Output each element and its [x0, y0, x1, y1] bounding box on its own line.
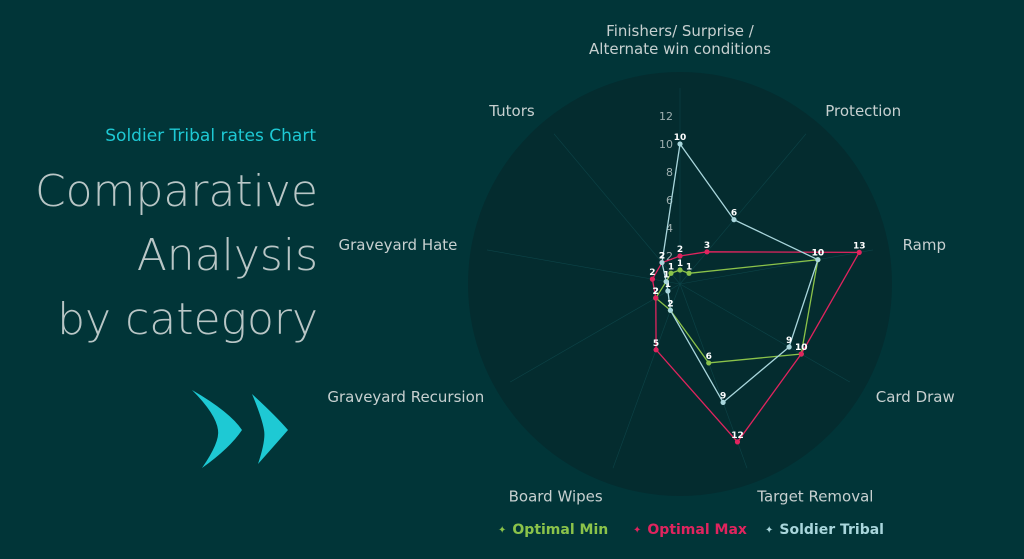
legend-marker-icon: ✦ — [765, 524, 774, 536]
radial-tick-label: 2 — [666, 250, 673, 263]
data-label: 10 — [795, 343, 808, 353]
data-point[interactable] — [706, 360, 712, 366]
data-label: 2 — [677, 245, 683, 255]
legend-marker-icon: ✦ — [633, 524, 642, 536]
data-label: 12 — [731, 431, 744, 441]
category-label: Finishers/ Surprise /Alternate win condi… — [589, 22, 771, 58]
category-label: Tutors — [488, 102, 535, 120]
data-label: 2 — [659, 252, 665, 262]
radial-tick-label: 4 — [666, 222, 673, 235]
arrow-icon — [192, 390, 288, 468]
radar-spoke — [679, 249, 874, 285]
data-label: 1 — [665, 280, 671, 290]
series-line-1 — [651, 251, 861, 443]
data-label: 2 — [649, 268, 655, 278]
radar-spoke — [679, 283, 850, 383]
data-point[interactable] — [653, 347, 659, 353]
title-line-2: Analysis — [136, 230, 318, 281]
data-label: 10 — [795, 343, 808, 353]
chart-subtitle: Soldier Tribal rates Chart — [105, 126, 316, 146]
data-point[interactable] — [649, 276, 656, 282]
data-point[interactable] — [731, 217, 737, 223]
data-label: 1 — [663, 271, 669, 281]
title-line-1: Comparative — [34, 166, 318, 217]
radar-spoke — [679, 283, 748, 469]
legend-marker-icon: ✦ — [498, 524, 507, 536]
data-label: 6 — [706, 352, 712, 362]
radial-tick-label: 8 — [666, 166, 673, 179]
data-label: 2 — [659, 252, 665, 262]
data-point[interactable] — [663, 278, 669, 285]
data-label: 1 — [686, 262, 692, 272]
data-label: 10 — [812, 249, 825, 259]
title-line-3: by category — [57, 294, 318, 345]
legend-label-soldier-tribal: Soldier Tribal — [779, 522, 884, 538]
data-label: 3 — [704, 241, 710, 251]
data-point[interactable] — [856, 249, 862, 255]
data-point[interactable] — [786, 344, 792, 350]
category-label: Card Draw — [876, 388, 955, 406]
radial-tick-label: 10 — [659, 138, 673, 151]
data-label: 2 — [653, 287, 659, 297]
data-point[interactable] — [734, 439, 741, 445]
series-line-0 — [654, 258, 819, 364]
legend-soldier-tribal[interactable]: ✦ Soldier Tribal — [765, 522, 884, 538]
data-label: 10 — [674, 133, 687, 143]
data-label: 10 — [812, 249, 825, 259]
data-point[interactable] — [653, 295, 659, 301]
legend-optimal-min[interactable]: ✦ Optimal Min — [498, 522, 608, 538]
category-label: Protection — [825, 102, 901, 120]
data-point[interactable] — [798, 351, 804, 357]
data-point[interactable] — [667, 307, 674, 313]
radar-spoke — [553, 133, 681, 285]
data-label: 2 — [667, 299, 673, 309]
data-label: 1 — [668, 262, 674, 272]
data-point[interactable] — [720, 399, 726, 406]
page-title: Comparative Analysis by category — [0, 160, 318, 352]
category-label: Graveyard Recursion — [327, 388, 484, 406]
category-label: Graveyard Hate — [338, 236, 457, 254]
data-label: 5 — [653, 339, 659, 349]
data-point[interactable] — [659, 259, 665, 266]
category-label: Board Wipes — [509, 487, 603, 505]
data-point[interactable] — [704, 249, 710, 255]
data-label: 1 — [663, 271, 669, 281]
data-label: 6 — [731, 209, 737, 219]
data-point[interactable] — [677, 141, 683, 147]
category-label: Ramp — [903, 236, 946, 254]
series-line-2 — [661, 142, 819, 404]
data-point[interactable] — [677, 253, 683, 259]
radial-tick-label: 6 — [666, 194, 673, 207]
legend-label-optimal-min: Optimal Min — [512, 522, 609, 538]
radar-spoke — [679, 133, 807, 285]
data-point[interactable] — [665, 288, 671, 294]
data-label: 1 — [677, 259, 683, 269]
category-label: Target Removal — [756, 487, 873, 505]
data-point[interactable] — [668, 270, 674, 276]
radar-spoke — [510, 283, 681, 383]
radial-tick-label: 12 — [659, 110, 673, 123]
data-label: 2 — [667, 299, 673, 309]
data-point[interactable] — [686, 270, 692, 276]
data-label: 9 — [786, 336, 792, 346]
data-point[interactable] — [677, 267, 683, 273]
radar-spoke — [612, 283, 681, 469]
data-label: 13 — [853, 241, 866, 251]
data-label: 9 — [720, 391, 726, 401]
radar-spoke — [486, 249, 681, 285]
data-label: 2 — [653, 287, 659, 297]
data-point[interactable] — [815, 257, 821, 263]
legend-optimal-max[interactable]: ✦ Optimal Max — [633, 522, 747, 538]
legend-label-optimal-max: Optimal Max — [647, 522, 747, 538]
